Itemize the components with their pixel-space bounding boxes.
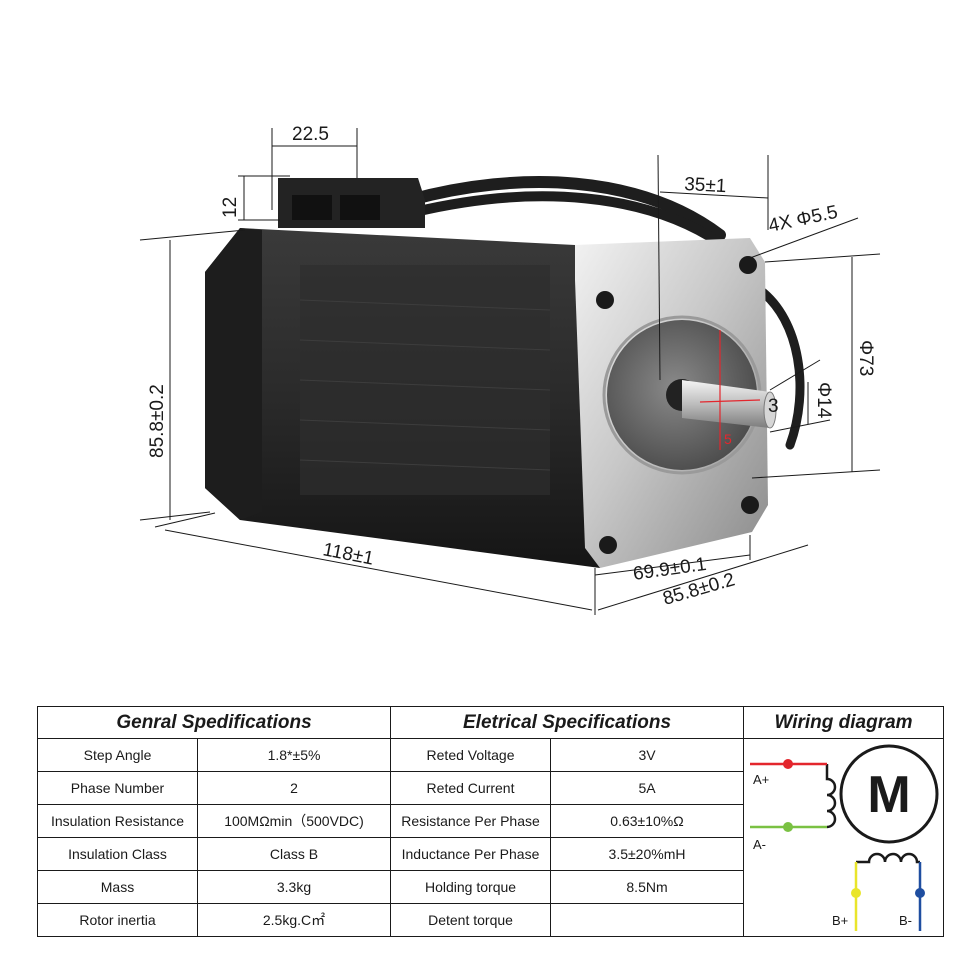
wire-label-b-minus: B-: [899, 913, 912, 928]
spec-label: Reted Voltage: [390, 738, 552, 772]
dimension-lines: [139, 128, 881, 615]
wire-label-a-minus: A-: [753, 837, 766, 852]
spec-value: 1.8*±5%: [196, 738, 392, 772]
dim-shaft-key: 5: [724, 431, 732, 447]
dim-shaft-length: 35±1: [684, 174, 727, 197]
coil-a: [825, 764, 837, 829]
motor-letter: M: [867, 766, 910, 824]
spec-label: Inductance Per Phase: [390, 837, 552, 871]
wire-label-b-plus: B+: [832, 913, 848, 928]
coil-b: [856, 852, 921, 864]
motor-dimension-drawing: 22.5 12 35±1 4X Φ5.5 Φ73 3 Φ14 5 85.8±0.…: [139, 124, 881, 615]
motor-symbol: [839, 744, 939, 844]
spec-value: 8.5Nm: [550, 870, 745, 904]
spec-value: 5A: [550, 771, 745, 805]
dim-body-height: 85.8±0.2: [147, 384, 168, 458]
spec-label: Detent torque: [390, 903, 552, 937]
dim-pilot-diameter: Φ73: [855, 340, 876, 376]
spec-label: Insulation Class: [37, 837, 198, 871]
spec-value: 2.5kg.C㎡: [196, 903, 392, 937]
spec-label: Phase Number: [37, 771, 198, 805]
dim-shaft-flat: 3: [768, 396, 779, 417]
spec-label: Resistance Per Phase: [390, 804, 552, 838]
table-row: Rotor inertia 2.5kg.C㎡ Detent torque: [37, 903, 944, 937]
spec-value: 2: [196, 771, 392, 805]
spec-value: 3V: [550, 738, 745, 772]
wire-a-minus-dot: [783, 822, 794, 832]
wire-b-minus-dot: [915, 888, 926, 898]
motor-shaft: [682, 330, 777, 450]
wiring-title: Wiring diagram: [743, 706, 945, 739]
dim-connector-width: 22.5: [292, 124, 329, 145]
wire-a-plus-dot: [783, 759, 794, 769]
general-spec-title: Genral Spedifications: [36, 706, 392, 739]
spec-value: 100MΩmin（500VDC): [196, 804, 392, 838]
table-row: Insulation Resistance 100MΩmin（500VDC) R…: [37, 804, 944, 838]
table-row: Insulation Class Class B Inductance Per …: [37, 837, 944, 871]
spec-label: Rotor inertia: [37, 903, 198, 937]
wiring-diagram-cell: M A+ A- B+ B-: [743, 738, 945, 937]
wiring-diagram: M A+ A- B+ B-: [750, 744, 939, 931]
dim-body-length: 118±1: [321, 539, 375, 569]
motor-cable: [404, 176, 805, 450]
spec-label: Mass: [37, 870, 198, 904]
dim-connector-height: 12: [220, 197, 241, 218]
wire-label-a-plus: A+: [753, 772, 769, 787]
spec-value: 0.63±10%Ω: [550, 804, 745, 838]
spec-value: Class B: [196, 837, 392, 871]
spec-label: Reted Current: [390, 771, 552, 805]
spec-value: 3.3kg: [196, 870, 392, 904]
table-row: Step Angle 1.8*±5% Reted Voltage 3V M A+…: [37, 738, 945, 937]
spec-label: Step Angle: [37, 738, 198, 772]
dim-shaft-diameter: Φ14: [813, 382, 834, 419]
electrical-spec-title: Eletrical Specifications: [390, 706, 745, 739]
spec-value: [550, 903, 745, 937]
spec-label: Holding torque: [390, 870, 552, 904]
wire-b-plus-dot: [851, 888, 862, 898]
table-row: Mass 3.3kg Holding torque 8.5Nm: [37, 870, 944, 904]
spec-value: 3.5±20%mH: [550, 837, 745, 871]
spec-label: Insulation Resistance: [37, 804, 198, 838]
motor-body: [205, 228, 600, 568]
spec-table: Genral Spedifications Eletrical Specific…: [36, 706, 945, 937]
table-row: Phase Number 2 Reted Current 5A: [37, 771, 944, 805]
motor-connector: [278, 178, 425, 228]
dim-mounting-holes: 4X Φ5.5: [767, 202, 840, 237]
